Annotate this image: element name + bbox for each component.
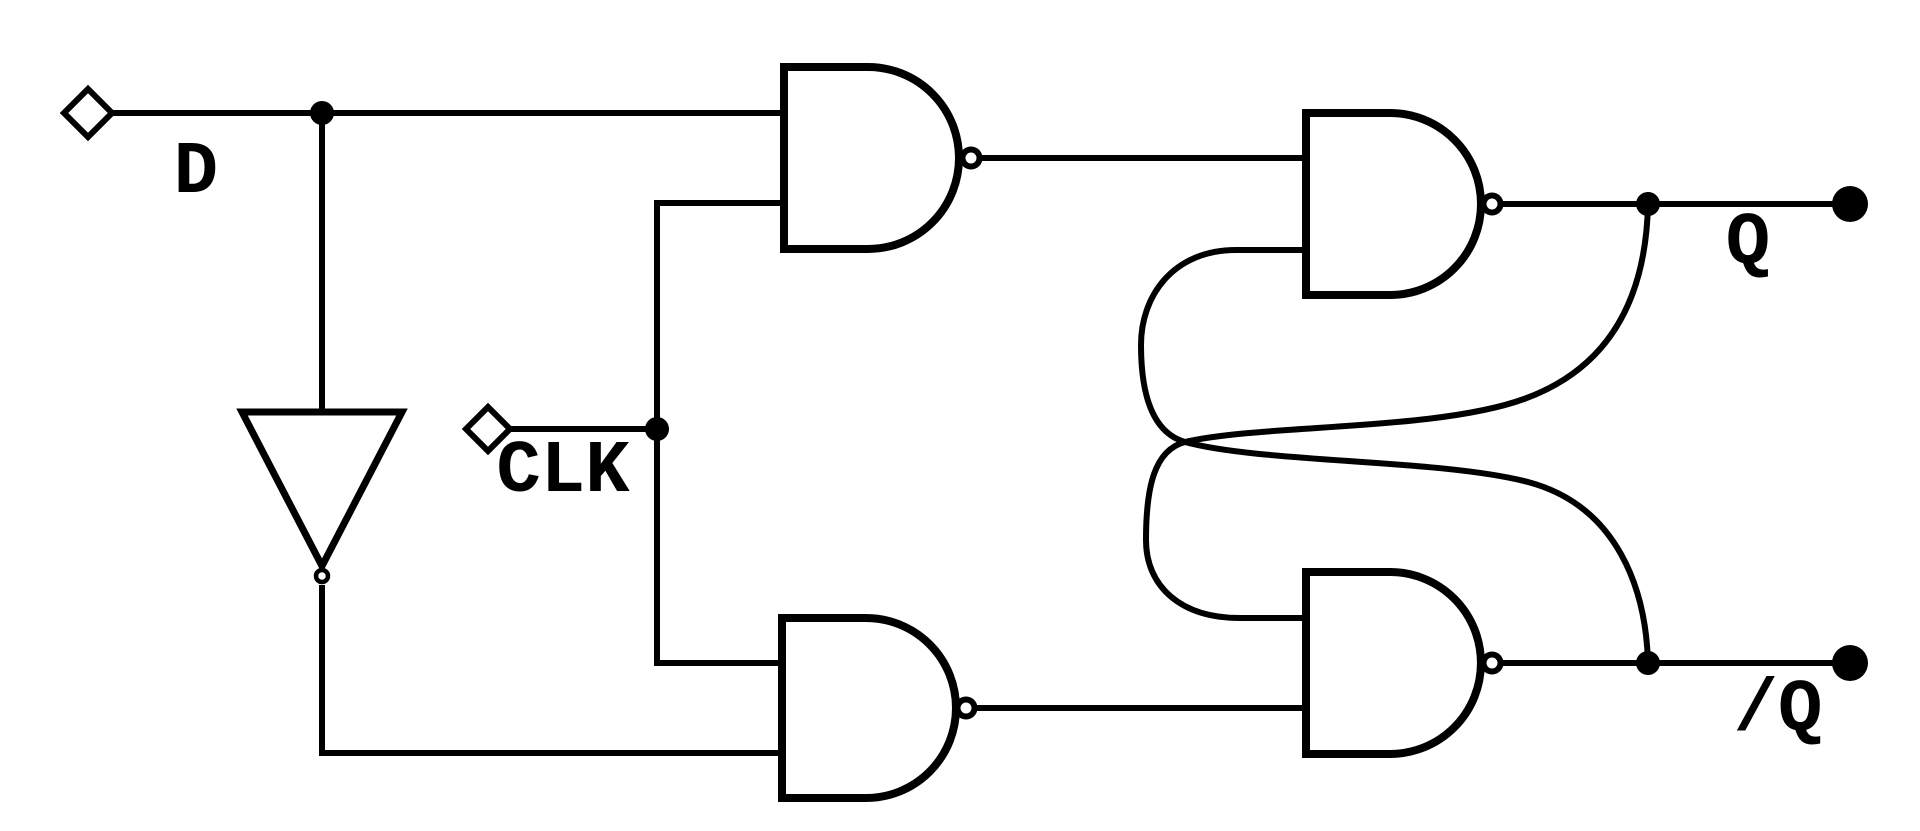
label-q: Q (1726, 202, 1770, 286)
nand-bottom-left-body (778, 614, 960, 802)
terminal-clk-diamond (461, 402, 515, 456)
label-d: D (174, 131, 218, 215)
nand-top-left-bubble (959, 146, 983, 170)
inverter-gate (236, 408, 408, 585)
nand-bottom-left-gate (778, 614, 978, 802)
inverter-triangle (236, 408, 408, 574)
junction-clk (645, 417, 669, 441)
nand-bottom-right-gate (1302, 568, 1504, 758)
label-qbar: /Q (1734, 669, 1823, 753)
nand-top-left-body (780, 63, 963, 253)
junction-qbar (1636, 651, 1660, 675)
junction-dots (310, 101, 1660, 675)
wire-feedback-qbar-to-nand3 (1137, 247, 1651, 664)
wires (112, 110, 1848, 756)
wire-clk-down (654, 429, 782, 666)
nand-bottom-right-bubble (1480, 651, 1504, 675)
gates (236, 63, 1504, 802)
nand-top-right-bubble (1480, 192, 1504, 216)
terminal-qbar-dot (1832, 645, 1868, 681)
nand-bottom-left-bubble (954, 696, 978, 720)
nand-bottom-right-body (1302, 568, 1485, 758)
junction-d (310, 101, 334, 125)
junction-q (1636, 192, 1660, 216)
nand-top-right-body (1302, 109, 1485, 299)
net-labels: D CLK Q /Q (174, 131, 1823, 753)
terminal-d-diamond (59, 84, 117, 142)
wire-inverter-out (319, 585, 782, 756)
wire-clk-up (654, 200, 784, 429)
terminal-q-dot (1832, 186, 1868, 222)
label-clk: CLK (496, 430, 630, 514)
terminals (59, 84, 1868, 681)
nand-top-right-gate (1302, 109, 1504, 299)
wire-feedback-q-to-nand4 (1142, 203, 1651, 621)
nand-top-left-gate (780, 63, 983, 253)
inverter-bubble (313, 567, 331, 585)
